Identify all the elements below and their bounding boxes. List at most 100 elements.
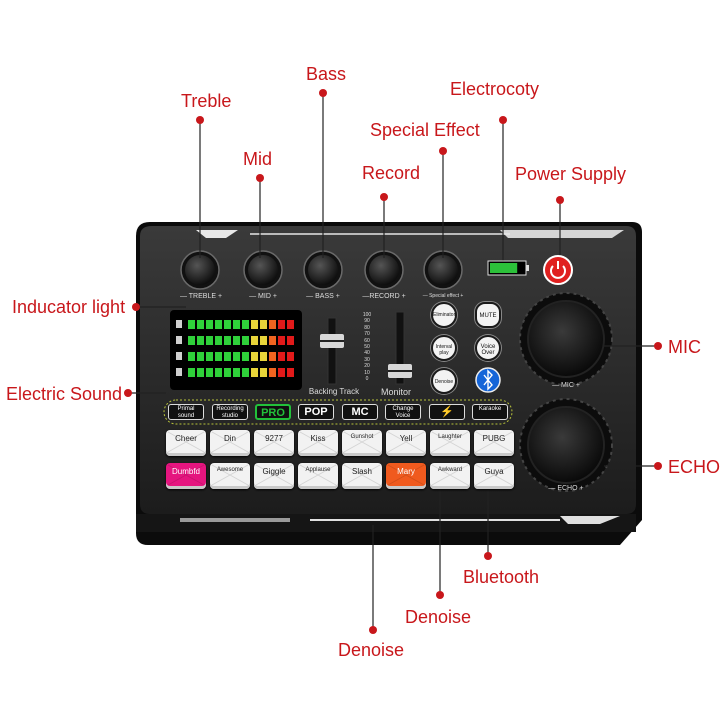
fader-scale-tick: 40 [364,350,370,357]
sound-pad-awesome[interactable]: Awesome [210,463,250,489]
power-button-shape [543,255,573,285]
sound-pad-label: Guya [484,467,504,476]
meter-led [269,320,276,329]
meter-led [215,320,222,329]
pad-cross-decoration [387,431,425,453]
sound-pad-label: Awkward [437,467,463,473]
mute-button[interactable]: MUTE [475,302,501,328]
fader-scale-tick: 20 [364,363,370,370]
mic-knob[interactable] [520,293,612,385]
sound-pad-cheer[interactable]: Cheer [166,430,206,456]
sound-pad-awkward[interactable]: Awkward [430,463,470,489]
pad-cross-decoration [255,431,293,453]
sound-pad-label: Din [223,434,236,443]
pad-cross-decoration [211,464,249,486]
backing-track-fader[interactable] [320,318,344,384]
sound-pad-9277[interactable]: 9277 [254,430,294,456]
monitor-fader[interactable] [388,312,412,384]
mode-button-recording-studio[interactable]: Recording studio [212,404,248,420]
mid-knob[interactable] [244,251,282,289]
meter-led [260,368,267,377]
meter-led [287,368,294,377]
sound-pad-laughter[interactable]: Laughter [430,430,470,456]
meter-led [251,336,258,345]
meter-led [260,336,267,345]
sound-pad-gunshot[interactable]: Gunshot [342,430,382,456]
callout-special-effect: Special Effect [370,120,480,140]
treble-knob[interactable] [181,251,219,289]
meter-led [242,368,249,377]
meter-led [197,368,204,377]
sound-pad-yell[interactable]: Yell [386,430,426,456]
sound-pad-label: Yell [399,434,413,443]
pad-cross-decoration [387,464,425,486]
fader-scale-tick: 90 [364,318,370,325]
mode-button-pop[interactable]: POP [298,404,334,420]
pad-cross-decoration [167,464,205,486]
meter-led [197,336,204,345]
bluetooth-button[interactable] [476,368,500,392]
callout-denoise-2: Denoise [338,640,405,660]
interval-play-button[interactable]: Interval play [431,335,457,361]
backing-track-label: Backing Track [308,387,360,396]
eliminator-button[interactable]: Eliminator [431,302,457,328]
echo-knob-label: — ECHO + [548,485,584,492]
callout-mic: MIC [668,337,701,357]
sound-pad-giggle[interactable]: Giggle [254,463,294,489]
meter-led [233,320,240,329]
fader-scale-tick: 50 [364,344,370,350]
sound-pad-label: Gunshot [350,434,374,440]
meter-led [206,368,213,377]
mode-button-mc[interactable]: MC [342,404,378,420]
meter-led [233,352,240,361]
mode-button-change-voice[interactable]: Change Voice [385,404,421,420]
record-knob[interactable] [365,251,403,289]
meter-led [242,320,249,329]
pad-cross-decoration [343,431,381,453]
meter-led [188,352,195,361]
sound-pad-pubg[interactable]: PUBG [474,430,514,456]
sound-pad-dumbfd[interactable]: Dumbfd [166,463,206,489]
pad-cross-decoration [431,431,469,453]
callout-bluetooth: Bluetooth [463,567,540,587]
mode-button--[interactable]: ⚡ [429,404,465,420]
mode-button-pro[interactable]: PRO [255,404,291,420]
meter-led [269,352,276,361]
special-effect-knob[interactable] [424,251,462,289]
bass-knob[interactable] [304,251,342,289]
meter-led [278,336,285,345]
sound-pad-kiss[interactable]: Kiss [298,430,338,456]
sound-pad-din[interactable]: Din [210,430,250,456]
denoise-button[interactable]: Denoise [431,368,457,394]
monitor-label: Monitor [380,387,411,397]
meter-led [224,336,231,345]
callout-record: Record [362,163,421,183]
voice-over-button[interactable]: Voice Over [475,335,501,361]
mode-button-karaoke[interactable]: Karaoke [472,404,508,420]
meter-led [188,336,195,345]
meter-led [251,320,258,329]
meter-row-icon [176,368,182,376]
sound-pad-applause[interactable]: Applause [298,463,338,489]
meter-led [233,336,240,345]
meter-led [251,352,258,361]
treble-knob-label: — TREBLE + [179,293,223,300]
echo-knob[interactable] [520,399,612,491]
sound-pad-slash[interactable]: Slash [342,463,382,489]
fader-scale-tick: 10 [364,369,370,376]
meter-led [215,352,222,361]
record-knob-label: —RECORD + [362,293,406,300]
sound-pad-mary[interactable]: Mary [386,463,426,489]
meter-led [215,336,222,345]
sound-pad-label: 9277 [265,434,283,443]
sound-pad-label: PUBG [482,434,506,443]
mode-button-primal-sound[interactable]: Primal sound [168,404,204,420]
sound-pad-guya[interactable]: Guya [474,463,514,489]
sound-pad-label: Applause [305,467,331,473]
power-button[interactable] [544,256,572,284]
callout-electric-sound: Electric Sound [6,384,123,404]
callout-mid: Mid [243,149,273,169]
meter-led [233,368,240,377]
callout-treble: Treble [181,91,232,111]
